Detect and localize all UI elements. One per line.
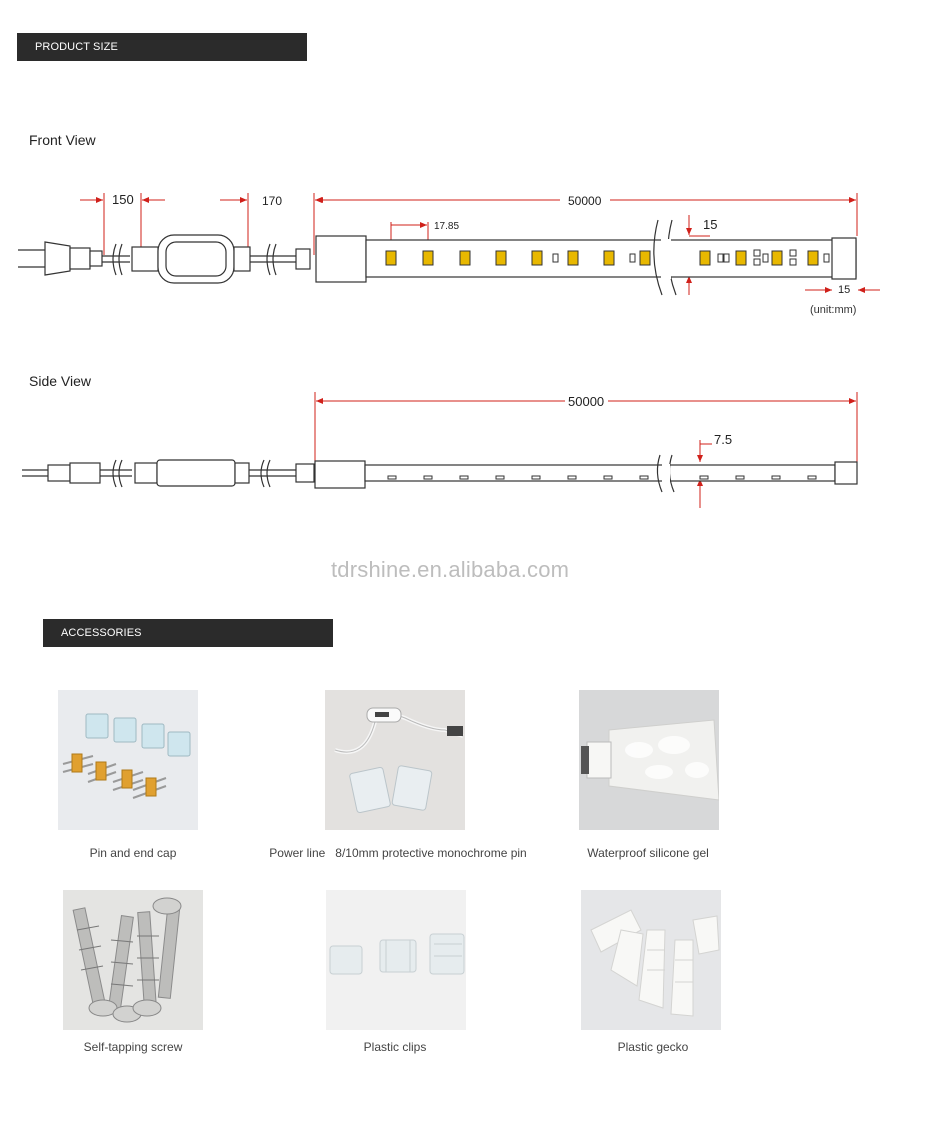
- plastic-clips-image: [326, 890, 466, 1030]
- accessories-label: ACCESSORIES: [61, 627, 142, 639]
- watermark: tdrshine.en.alibaba.com: [331, 557, 570, 582]
- product-size-header: PRODUCT SIZE: [17, 33, 307, 61]
- dim-endcap: 15: [838, 284, 850, 296]
- pin-end-cap-image: [58, 690, 198, 830]
- front-view-title: Front View: [29, 132, 96, 148]
- product-size-label: PRODUCT SIZE: [35, 41, 118, 53]
- dim-height: 7.5: [714, 432, 732, 447]
- accessory-caption-2: Power line 8/10mm protective monochrome …: [269, 846, 527, 860]
- dim-pitch: 17.85: [434, 221, 459, 232]
- dim-plug: 150: [112, 192, 134, 207]
- unit-label: (unit:mm): [810, 304, 857, 316]
- accessory-caption-4: Self-tapping screw: [83, 1040, 183, 1054]
- dim-length-front: 50000: [568, 194, 602, 208]
- front-view-diagram: 150 170 50000 17.85 15 15: [18, 192, 880, 296]
- self-tapping-screw-image: [63, 890, 203, 1030]
- accessory-caption-3: Waterproof silicone gel: [587, 846, 709, 860]
- accessory-caption-6: Plastic gecko: [617, 1040, 689, 1054]
- silicone-gel-image: [579, 690, 719, 830]
- power-line-image: [325, 690, 465, 830]
- accessories-header: ACCESSORIES: [43, 619, 333, 647]
- accessory-caption-5: Plastic clips: [363, 1040, 427, 1054]
- side-view-diagram: 50000 7.5: [22, 392, 858, 508]
- side-view-title: Side View: [29, 373, 92, 389]
- dim-length-side: 50000: [568, 394, 604, 409]
- dim-cable: 170: [262, 194, 282, 208]
- dim-width: 15: [703, 217, 717, 232]
- plastic-gecko-image: [581, 890, 721, 1030]
- accessory-caption-1: Pin and end cap: [89, 846, 177, 860]
